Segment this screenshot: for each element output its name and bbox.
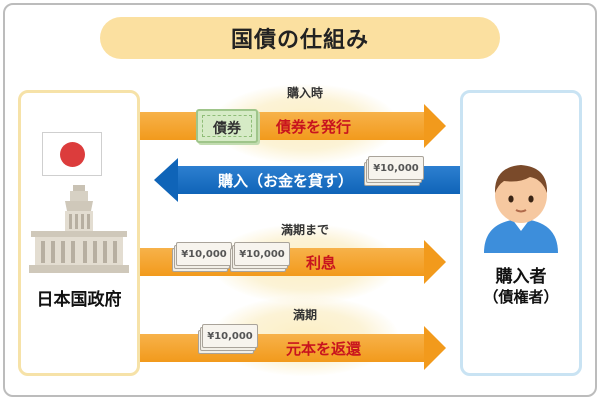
banknote-icon: ¥10,000 — [172, 242, 232, 272]
issue-bond-label: 債券を発行 — [276, 117, 352, 136]
government-label: 日本国政府 — [36, 290, 122, 310]
bond-card-label: 債券 — [213, 121, 241, 137]
banknote-amount: ¥10,000 — [239, 248, 285, 260]
banknote-icon: ¥10,000 — [230, 242, 290, 272]
banknote-icon: ¥10,000 — [198, 324, 258, 354]
bond-certificate-icon: 債券 — [196, 109, 258, 143]
title-banner: 国債の仕組み — [100, 17, 500, 59]
issue-bond-arrow: 債券を発行 — [140, 104, 446, 148]
stage-label-maturity: 満期 — [292, 308, 317, 322]
banknote-amount: ¥10,000 — [181, 248, 227, 260]
diagram-title: 国債の仕組み — [230, 28, 369, 53]
japan-flag-icon — [42, 132, 102, 176]
purchase-label: 購入（お金を貸す） — [218, 171, 354, 190]
buyer-label: 購入者 — [495, 267, 547, 287]
stage-label-purchase: 購入時 — [286, 86, 323, 100]
interest-label: 利息 — [306, 253, 337, 272]
repay-label: 元本を返還 — [286, 339, 362, 358]
banknote-amount: ¥10,000 — [373, 162, 419, 174]
repay-arrow: 元本を返還 — [140, 326, 446, 370]
banknote-amount: ¥10,000 — [207, 330, 253, 342]
person-icon — [484, 165, 558, 253]
buyer-box: 購入者 （債権者） — [460, 90, 582, 376]
stage-label-until-maturity: 満期まで — [280, 223, 329, 237]
diagram-frame — [3, 3, 597, 397]
government-box: 日本国政府 — [18, 90, 140, 376]
banknote-icon: ¥10,000 — [364, 156, 424, 186]
buyer-sublabel: （債権者） — [483, 288, 559, 306]
diet-building-icon — [29, 185, 129, 273]
